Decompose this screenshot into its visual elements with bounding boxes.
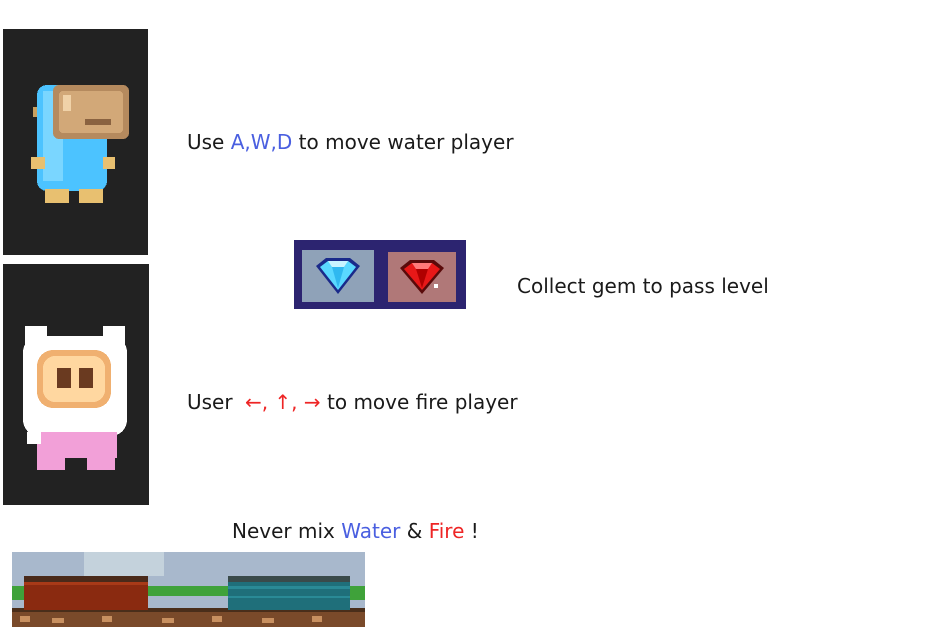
water-player-icon — [31, 85, 129, 203]
fire-player-panel — [3, 264, 149, 505]
water-pool-icon — [228, 576, 350, 610]
level-terrain-image — [12, 552, 365, 627]
warning-fire: Fire — [428, 519, 465, 543]
gem-image — [294, 240, 466, 309]
water-instruction-prefix: Use — [187, 130, 225, 154]
water-instruction-keys: A,W,D — [230, 130, 293, 154]
red-gem-icon — [400, 260, 444, 294]
blue-gem-tile — [302, 250, 374, 302]
red-gem-tile — [388, 252, 456, 302]
water-instruction-suffix: to move water player — [298, 130, 514, 154]
warning-prefix: Never mix — [232, 519, 335, 543]
gem-instruction: Collect gem to pass level — [517, 274, 769, 298]
lava-pool-icon — [24, 576, 148, 610]
warning-text: Never mix Water & Fire ! — [232, 519, 479, 543]
water-instruction: Use A,W,D to move water player — [187, 130, 514, 154]
fire-instruction: User ←, ↑, → to move fire player — [187, 390, 518, 414]
fire-instruction-prefix: User — [187, 390, 233, 414]
water-player-panel — [3, 29, 148, 255]
fire-instruction-keys: ←, ↑, → — [244, 390, 321, 414]
blue-gem-icon — [316, 258, 360, 294]
fire-player-icon — [23, 326, 127, 470]
fire-instruction-suffix: to move fire player — [327, 390, 518, 414]
warning-amp: & — [406, 519, 423, 543]
warning-bang: ! — [470, 519, 479, 543]
grass-edge — [12, 586, 365, 600]
warning-water: Water — [341, 519, 401, 543]
terrain-svg — [12, 552, 365, 627]
